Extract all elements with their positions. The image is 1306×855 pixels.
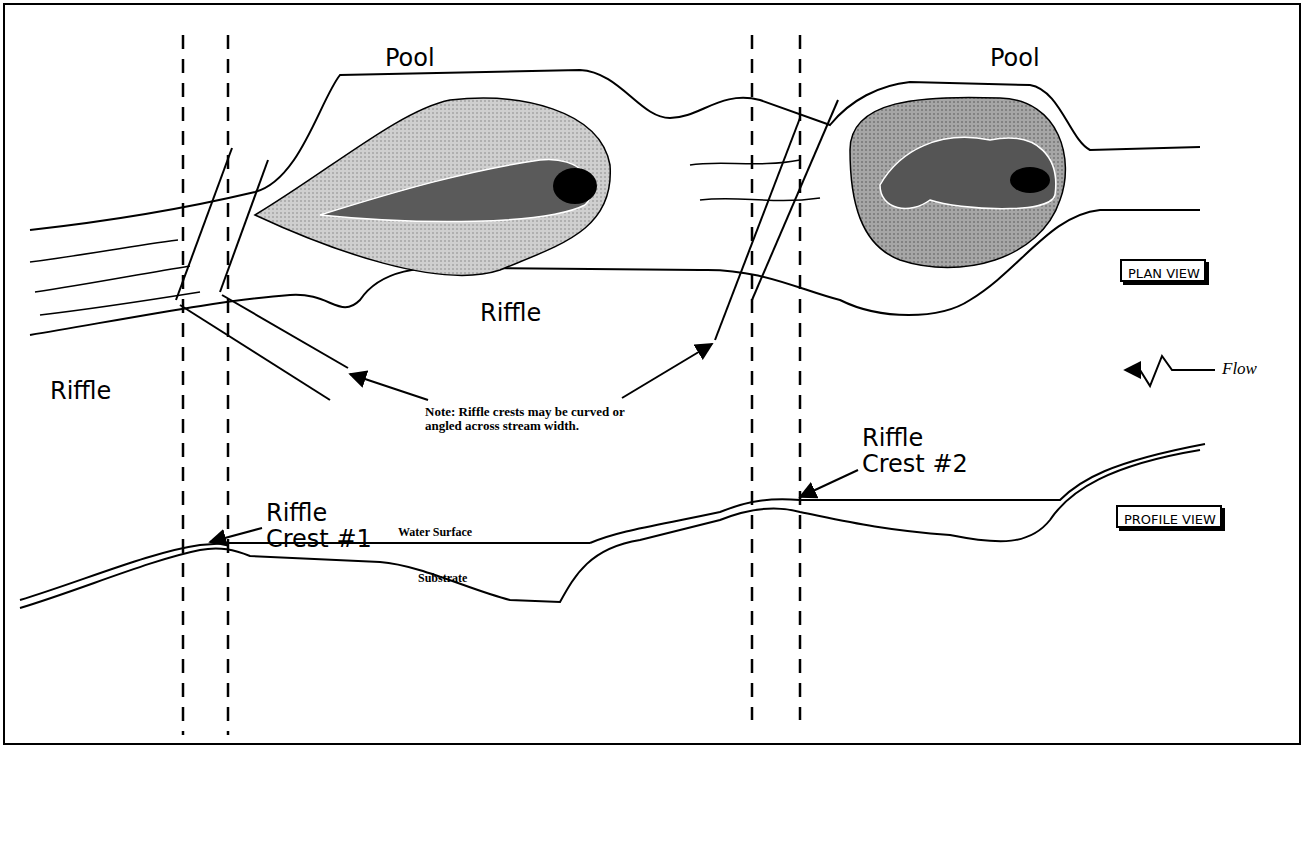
crest-dashed-lines: [183, 35, 800, 735]
riffle-label: Riffle: [480, 300, 541, 326]
riffle-label: Riffle: [50, 378, 111, 404]
flow-label: Flow: [1222, 360, 1257, 379]
stream-banks: [30, 70, 1200, 335]
view-label: PLAN VIEW: [1128, 266, 1200, 281]
flow-arrow-path: [1125, 356, 1215, 386]
view-label: PROFILE VIEW: [1124, 512, 1216, 527]
flow-arrow: [1125, 356, 1215, 386]
pools: [255, 97, 1065, 275]
profile-lines: [20, 444, 1205, 608]
view-label-box: PLAN VIEW: [1120, 259, 1206, 282]
view-label-box: PROFILE VIEW: [1116, 505, 1222, 528]
pool-label: Pool: [990, 45, 1040, 71]
crest-lines: [176, 100, 838, 400]
crest-label: Riffle Crest #1: [266, 500, 391, 553]
note-text: Note: Riffle crests may be curved or ang…: [425, 405, 640, 434]
frame: [4, 4, 1300, 744]
crest-label: Riffle Crest #2: [862, 425, 987, 478]
pool-label: Pool: [385, 45, 435, 71]
substrate-label: Substrate: [418, 572, 467, 585]
water-surface-label: Water Surface: [398, 526, 472, 539]
